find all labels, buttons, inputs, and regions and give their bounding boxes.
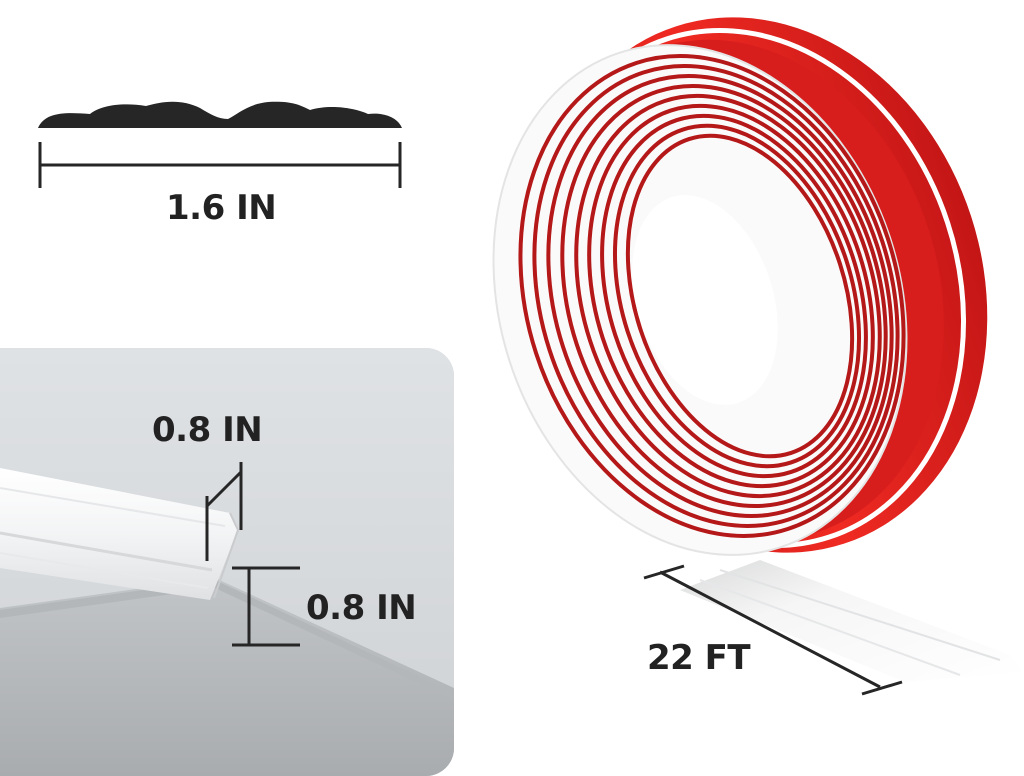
roll-core — [632, 195, 778, 405]
width-label: 1.6 IN — [166, 188, 277, 228]
floor-surface — [0, 578, 454, 776]
installation-panel: 0.8 IN 0.8 IN — [0, 348, 454, 776]
depth-dimension-line — [205, 462, 243, 561]
profile-diagram — [38, 101, 402, 188]
strip-cross-section-icon — [38, 101, 402, 128]
height-dimension-line — [232, 566, 300, 647]
width-dimension-line — [38, 142, 402, 188]
trim-strip — [0, 468, 238, 600]
depth-label: 0.8 IN — [152, 410, 263, 450]
length-label: 22 FT — [647, 638, 751, 678]
height-label: 0.8 IN — [306, 588, 417, 628]
coil-layers — [492, 44, 908, 556]
